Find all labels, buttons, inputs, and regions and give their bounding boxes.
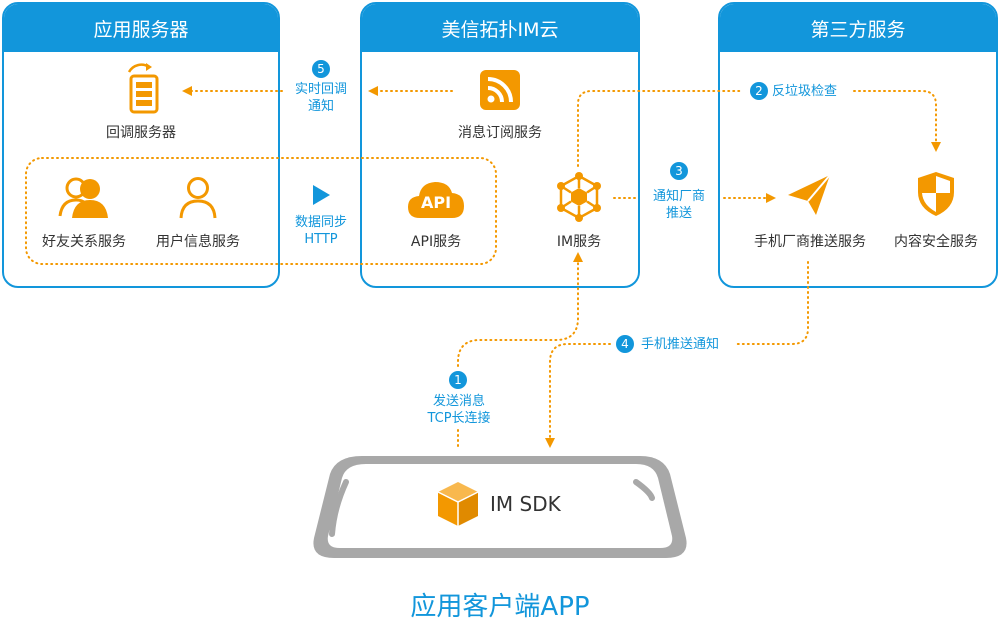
step-4-note: 手机推送通知 [641, 337, 720, 352]
api-icon-text: API [420, 193, 452, 212]
step-1-line1: 发送消息 [432, 394, 485, 409]
cube-icon [436, 480, 480, 532]
im-service-label: IM服务 [556, 234, 602, 250]
vendor-push-label: 手机厂商推送服务 [754, 234, 866, 250]
step-3-line2: 推送 [665, 206, 692, 221]
step-5-note: 实时回调 通知 [286, 81, 356, 115]
step-2-badge: 2 [750, 82, 768, 100]
step-1-line2: TCP长连接 [427, 411, 491, 426]
user-service-label: 用户信息服务 [156, 234, 240, 250]
client-app-title: 应用客户端APP [410, 592, 590, 622]
sdk-label: IM SDK [490, 492, 561, 516]
im-cloud-panel: 美信拓扑IM云 [360, 2, 640, 288]
sync-line2: HTTP [304, 232, 338, 247]
server-icon [121, 62, 161, 118]
user-icon [178, 176, 218, 224]
sync-region-outline [25, 157, 497, 265]
friend-service-label: 好友关系服务 [42, 234, 126, 250]
step-3-line1: 通知厂商 [652, 189, 705, 204]
app-server-panel: 应用服务器 [2, 2, 280, 288]
push-notify-line [735, 261, 809, 345]
friends-icon [58, 176, 110, 224]
step-5-line2: 通知 [307, 99, 334, 114]
push-notify-line-2 [545, 343, 611, 448]
network-hexagon-icon [556, 172, 602, 226]
im-cloud-title: 美信拓扑IM云 [362, 4, 638, 52]
api-cloud-icon [406, 178, 466, 224]
send-message-line-2 [457, 252, 583, 367]
step-3-badge: 3 [670, 162, 688, 180]
paper-plane-icon [786, 173, 832, 221]
antispam-line [577, 90, 741, 167]
sync-line1: 数据同步 [294, 215, 347, 230]
rss-icon [480, 70, 520, 114]
content-safety-label: 内容安全服务 [894, 234, 978, 250]
callback-server-label: 回调服务器 [106, 125, 176, 141]
sync-note: 数据同步 HTTP [281, 214, 361, 248]
play-icon [311, 184, 331, 210]
shield-icon [916, 170, 956, 222]
third-party-panel: 第三方服务 [718, 2, 998, 288]
app-server-title: 应用服务器 [4, 4, 278, 52]
step-4-badge: 4 [616, 335, 634, 353]
phone-device [310, 452, 690, 568]
step-3-note: 通知厂商 推送 [642, 188, 716, 222]
step-1-badge: 1 [449, 371, 467, 389]
api-service-label: API服务 [410, 234, 462, 250]
step-5-badge: 5 [312, 60, 330, 78]
step-5-line1: 实时回调 [294, 82, 347, 97]
subscribe-service-label: 消息订阅服务 [458, 125, 542, 141]
step-2-note: 反垃圾检查 [772, 84, 838, 99]
antispam-line-2 [853, 90, 941, 152]
step-1-note: 发送消息 TCP长连接 [414, 393, 504, 427]
third-party-title: 第三方服务 [720, 4, 996, 52]
